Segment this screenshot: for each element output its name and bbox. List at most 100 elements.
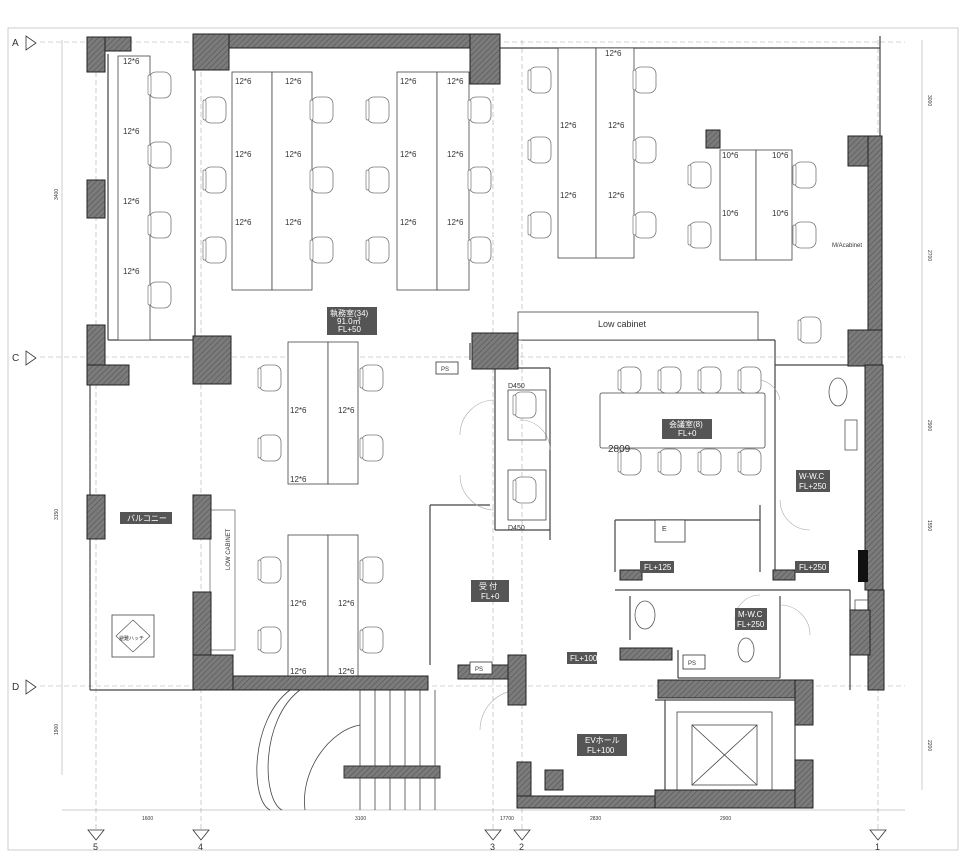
- room-label-balcony: バルコニー: [120, 512, 172, 524]
- grid-label: 4: [198, 842, 203, 852]
- desk-label: 12*6: [285, 150, 302, 159]
- desk-label: 12*6: [560, 121, 577, 130]
- grid-label: D: [12, 682, 19, 693]
- desk-label: 12*6: [290, 667, 307, 676]
- dim-text: 2200: [926, 740, 932, 751]
- desk-label: 12*6: [285, 218, 302, 227]
- shaft-labels: PS PS PS E: [435, 361, 706, 675]
- dim-text: 3000: [926, 95, 932, 106]
- reception-fl: FL+0: [481, 592, 500, 601]
- dim-text: 17700: [500, 816, 514, 822]
- dim-text: 3400: [54, 189, 60, 200]
- m-wc-fl: FL+250: [737, 620, 765, 629]
- room-label-ev-hall: EVホール FL+100: [577, 734, 627, 756]
- desk-label: 12*6: [235, 218, 252, 227]
- dim-text: 1600: [142, 816, 153, 822]
- fl-tag: FL+125: [644, 563, 672, 572]
- closets: [507, 389, 547, 521]
- grid-marker-col-4: 4: [192, 829, 210, 852]
- elevator: [676, 711, 773, 793]
- room-label-m-wc: M-W.C FL+250: [735, 608, 767, 630]
- closet-size: D450: [508, 525, 525, 532]
- desk-label: 12*6: [338, 667, 355, 676]
- desk-label: 12*6: [447, 150, 464, 159]
- desk-label: 12*6: [290, 475, 307, 484]
- dimension-lines: [61, 40, 923, 811]
- w-wc-name: W-W.C: [799, 472, 824, 481]
- desk-label: 12*6: [400, 218, 417, 227]
- desk-label: 10*6: [722, 209, 739, 218]
- dim-text: 2830: [590, 816, 601, 822]
- m-wc-name: M-W.C: [738, 610, 763, 619]
- desk-size-labels: 12*6 12*6 12*6 12*6 12*6 12*6 12*6 12*6 …: [123, 49, 789, 676]
- desk-label: 12*6: [290, 599, 307, 608]
- grid-label: A: [12, 38, 19, 49]
- grid-label: 2: [519, 842, 524, 852]
- ps-label: PS: [475, 667, 483, 673]
- desk-label: 12*6: [608, 121, 625, 130]
- desk-label: 12*6: [400, 150, 417, 159]
- fl-tag: FL+250: [799, 563, 827, 572]
- grid-label: 1: [875, 842, 880, 852]
- grid-marker-row-C: C: [12, 350, 37, 366]
- sheet-border: [7, 27, 959, 851]
- dim-text: 2900: [926, 420, 932, 431]
- desk-label: 12*6: [123, 197, 140, 206]
- wall-marker: [858, 550, 868, 582]
- e-label: E: [662, 526, 667, 533]
- room-label-reception: 受 付 FL+0: [471, 580, 509, 602]
- low-cabinet: Low cabinet: [517, 311, 759, 341]
- desk-label: 12*6: [447, 218, 464, 227]
- desk-label: 12*6: [400, 77, 417, 86]
- meeting-name: 会議室(8): [669, 419, 703, 429]
- desk-label: 12*6: [123, 267, 140, 276]
- low-cabinet-vertical-label: LOW CABINET: [226, 528, 232, 570]
- desk-label: 12*6: [608, 191, 625, 200]
- room-label-office: 執務室(34) 91.0㎡ FL+50: [327, 307, 377, 335]
- closet-size: D450: [508, 383, 525, 390]
- dim-text: 2700: [926, 250, 932, 261]
- grid-marker-row-A: A: [12, 35, 37, 51]
- door-swings: [459, 379, 811, 731]
- ev-hall-fl: FL+100: [587, 746, 615, 755]
- dim-text: 1900: [54, 724, 60, 735]
- desk-label: 12*6: [235, 150, 252, 159]
- grid-marker-col-1: 1: [869, 829, 887, 852]
- dim-text: 3150: [54, 509, 60, 520]
- desk-label: 12*6: [123, 57, 140, 66]
- escape-hatch-label: 避難ハッチ: [119, 635, 144, 642]
- grid-marker-col-5: 5: [87, 829, 105, 852]
- ps-label: PS: [441, 367, 449, 373]
- ps-label: PS: [688, 661, 696, 667]
- desk-label: 12*6: [447, 77, 464, 86]
- room-label-meeting: 会議室(8) FL+0: [662, 419, 712, 439]
- desk-label: 12*6: [290, 406, 307, 415]
- office-area: 91.0㎡: [337, 317, 361, 326]
- room-label-w-wc: W-W.C FL+250: [796, 470, 830, 492]
- w-wc-fl: FL+250: [799, 482, 827, 491]
- reception-name: 受 付: [479, 581, 497, 591]
- fl-tags: FL+125 FL+250 FL+100: [567, 561, 829, 664]
- grid-label: 5: [93, 842, 98, 852]
- desk-label: 10*6: [722, 151, 739, 160]
- desk-label: 10*6: [772, 209, 789, 218]
- grid-marker-row-D: D: [12, 679, 37, 695]
- dimension-2809: 2809: [608, 444, 631, 455]
- structural-walls: [86, 33, 885, 809]
- office-name: 執務室(34): [330, 308, 369, 318]
- meeting-fl: FL+0: [678, 429, 697, 438]
- grid-label: 3: [490, 842, 495, 852]
- dim-text: 2900: [720, 816, 731, 822]
- desk-label: 10*6: [772, 151, 789, 160]
- dim-text: 1550: [926, 520, 932, 531]
- dimension-texts: 1600 3100 17700 2830 2900 3000 2700 2900…: [54, 95, 932, 822]
- office-fl: FL+50: [338, 325, 361, 334]
- ev-hall-name: EVホール: [585, 736, 620, 745]
- stair-landing: [343, 765, 441, 779]
- desk-label: 12*6: [605, 49, 622, 58]
- desk-label: 12*6: [338, 599, 355, 608]
- macabinet-label: M/Acabinet: [832, 243, 862, 249]
- low-cabinet-vertical: LOW CABINET: [209, 509, 236, 651]
- grid-label: C: [12, 353, 19, 364]
